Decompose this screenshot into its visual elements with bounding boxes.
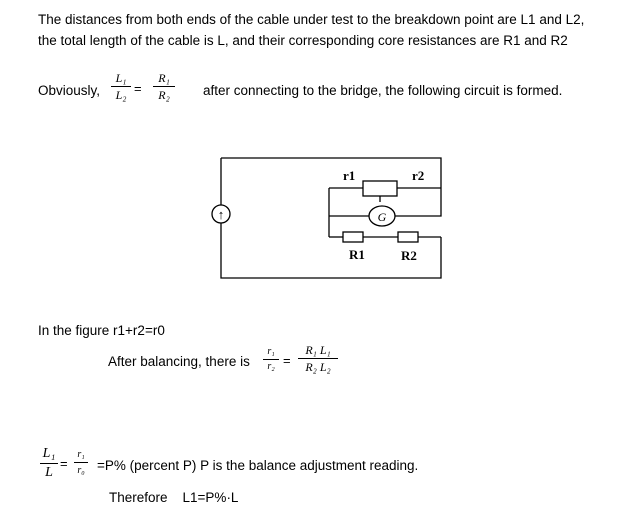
- r1-resistor: [362, 180, 398, 197]
- ratio-text: =P% (percent P) P is the balance adjustm…: [97, 458, 419, 473]
- fraction-denominator: r₂: [267, 361, 275, 372]
- fraction-l1-l2: L₁ L₂: [111, 71, 131, 102]
- intro-paragraph: The distances from both ends of the cabl…: [38, 12, 585, 48]
- balance-text: After balancing, there is: [108, 354, 250, 369]
- fraction-r1-r0: r₁ r₀: [74, 448, 88, 477]
- R2-resistor: [397, 231, 419, 243]
- equals-sign: =: [134, 81, 142, 96]
- galvanometer-label: G: [378, 210, 387, 224]
- power-source: [211, 204, 231, 224]
- bridge-circuit-diagram: G ↑ r1 r2 R1 R2: [211, 157, 442, 279]
- source-arrow-icon: ↑: [218, 207, 225, 222]
- fraction-bar: [298, 358, 338, 359]
- fraction-r1-r2-small: r₁ r₂: [263, 346, 279, 373]
- fraction-numerator: R₁: [158, 71, 170, 85]
- fraction-denominator: L₂: [115, 88, 127, 102]
- obviously-label: Obviously,: [38, 83, 101, 98]
- fraction-denominator: L: [45, 465, 53, 480]
- fraction-bar: [74, 462, 88, 463]
- fraction-RL: R₁ L₁ R₂ L₂: [298, 343, 338, 374]
- fraction-numerator: R₁ L₁: [305, 343, 331, 357]
- fraction-bar: [111, 86, 131, 87]
- fraction-numerator: r₁: [267, 346, 275, 357]
- fraction-numerator: L₁: [42, 446, 56, 461]
- fraction-r1-r2: R₁ R₂: [153, 71, 175, 102]
- fraction-denominator: r₀: [77, 465, 85, 476]
- fraction-bar: [40, 463, 58, 464]
- therefore-text: Therefore L1=P%·L: [109, 490, 239, 505]
- fraction-numerator: r₁: [77, 449, 85, 460]
- galvanometer: [368, 205, 396, 227]
- label-r1: r1: [343, 168, 355, 183]
- fraction-bar: [263, 359, 279, 360]
- label-R1: R1: [349, 247, 365, 262]
- fraction-denominator: R₂ L₂: [305, 360, 331, 374]
- R1-resistor: [342, 231, 364, 243]
- equals-sign: =: [60, 456, 68, 471]
- fraction-l1-l: L₁ L: [40, 446, 58, 481]
- fraction-denominator: R₂: [158, 88, 170, 102]
- fraction-numerator: L₁: [115, 71, 127, 85]
- fraction-bar: [153, 86, 175, 87]
- equals-sign: =: [283, 353, 291, 368]
- after-connecting-text: after connecting to the bridge, the foll…: [203, 83, 563, 98]
- label-R2: R2: [401, 248, 417, 263]
- figure-note: In the figure r1+r2=r0: [38, 323, 165, 338]
- label-r2: r2: [412, 168, 424, 183]
